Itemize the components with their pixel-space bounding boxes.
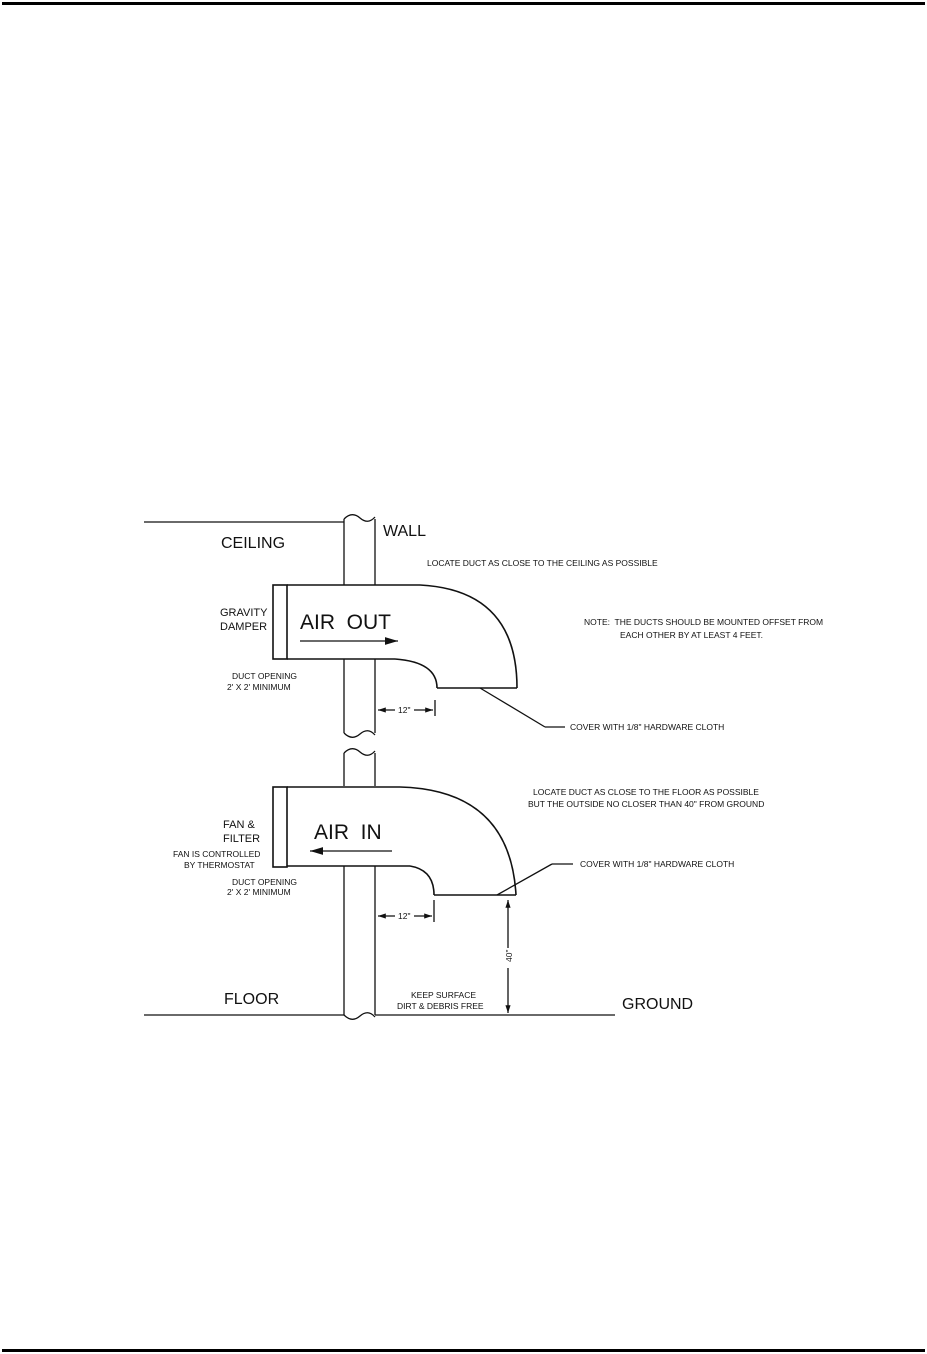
ceiling-label: CEILING [221, 535, 285, 552]
lower-duct [272, 786, 517, 896]
locate-ceiling-note: LOCATE DUCT AS CLOSE TO THE CEILING AS P… [427, 558, 658, 568]
dim-12-bottom [378, 900, 435, 922]
floor-label: FLOOR [224, 991, 279, 1008]
cover-top-label: COVER WITH 1/8" HARDWARE CLOTH [570, 722, 724, 732]
duct-opening-bottom-2: 2' X 2' MINIMUM [227, 887, 291, 897]
locate-floor-note-1: LOCATE DUCT AS CLOSE TO THE FLOOR AS POS… [533, 787, 759, 797]
air-in-label: AIR IN [314, 821, 382, 844]
upper-duct [272, 584, 518, 689]
air-out-label: AIR OUT [300, 611, 391, 634]
keep-surface-label-1: KEEP SURFACE [411, 990, 476, 1000]
fan-filter-label-2: FILTER [223, 833, 260, 845]
gravity-damper-label-2: DAMPER [220, 621, 267, 633]
top-rule [2, 2, 925, 5]
dim-40-label: 40" [504, 950, 514, 962]
duct-opening-top-2: 2' X 2' MINIMUM [227, 682, 291, 692]
wall-label: WALL [383, 523, 426, 540]
fan-thermostat-label-1: FAN IS CONTROLLED [173, 849, 260, 859]
offset-note-2: EACH OTHER BY AT LEAST 4 FEET. [620, 630, 763, 640]
locate-floor-note-2: BUT THE OUTSIDE NO CLOSER THAN 40" FROM … [528, 799, 764, 809]
dim-12-top-label: 12" [398, 705, 410, 715]
keep-surface-label-2: DIRT & DEBRIS FREE [397, 1001, 484, 1011]
fan-thermostat-label-2: BY THERMOSTAT [184, 860, 255, 870]
wall-upper [343, 514, 376, 738]
duct-opening-top-1: DUCT OPENING [232, 671, 297, 681]
wall-lower [343, 748, 376, 1020]
offset-note-1: NOTE: THE DUCTS SHOULD BE MOUNTED OFFSET… [584, 617, 823, 627]
cover-bottom-leader [496, 863, 553, 896]
fan-filter-label-1: FAN & [223, 819, 255, 831]
cover-top-leader [479, 687, 546, 728]
gravity-damper-label-1: GRAVITY [220, 607, 268, 619]
dim-12-top [378, 700, 436, 716]
dim-12-bottom-label: 12" [398, 911, 410, 921]
cover-bottom-label: COVER WITH 1/8" HARDWARE CLOTH [580, 859, 734, 869]
duct-opening-bottom-1: DUCT OPENING [232, 877, 297, 887]
ground-label: GROUND [622, 996, 693, 1013]
bottom-rule [2, 1349, 925, 1352]
